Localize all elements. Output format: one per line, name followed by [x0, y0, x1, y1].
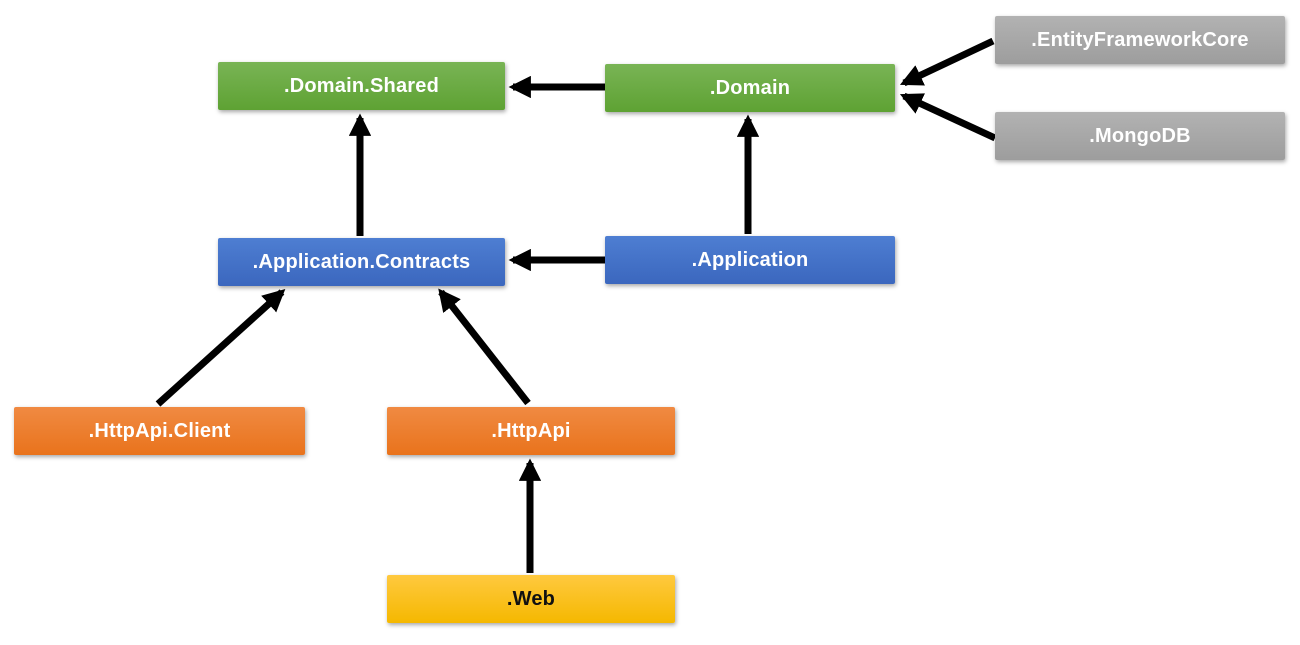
edge-httpapi-client-to-contracts: [155, 288, 286, 407]
node-label: .MongoDB: [1089, 124, 1191, 147]
node-httpapi: .HttpApi: [387, 407, 675, 455]
node-application: .Application: [605, 236, 895, 284]
edge-httpapi-to-contracts: [438, 288, 531, 406]
node-domain-shared: .Domain.Shared: [218, 62, 505, 110]
edge-mongodb-to-domain: [899, 92, 997, 142]
node-label: .Application.Contracts: [252, 250, 471, 273]
node-label: .Application: [691, 248, 809, 271]
node-label: .EntityFrameworkCore: [1031, 28, 1249, 51]
node-label: .HttpApi: [491, 419, 571, 442]
node-mongodb: .MongoDB: [995, 112, 1285, 160]
node-httpapi-client: .HttpApi.Client: [14, 407, 305, 455]
node-application-contracts: .Application.Contracts: [218, 238, 505, 286]
node-label: .HttpApi.Client: [88, 419, 231, 442]
edge-efcore-to-domain: [899, 37, 995, 87]
node-label: .Web: [506, 587, 556, 610]
edge-group: [155, 37, 997, 573]
node-web: .Web: [387, 575, 675, 623]
node-domain: .Domain: [605, 64, 895, 112]
node-label: .Domain: [709, 76, 791, 99]
node-label: .Domain.Shared: [283, 74, 440, 97]
node-entity-framework-core: .EntityFrameworkCore: [995, 16, 1285, 64]
